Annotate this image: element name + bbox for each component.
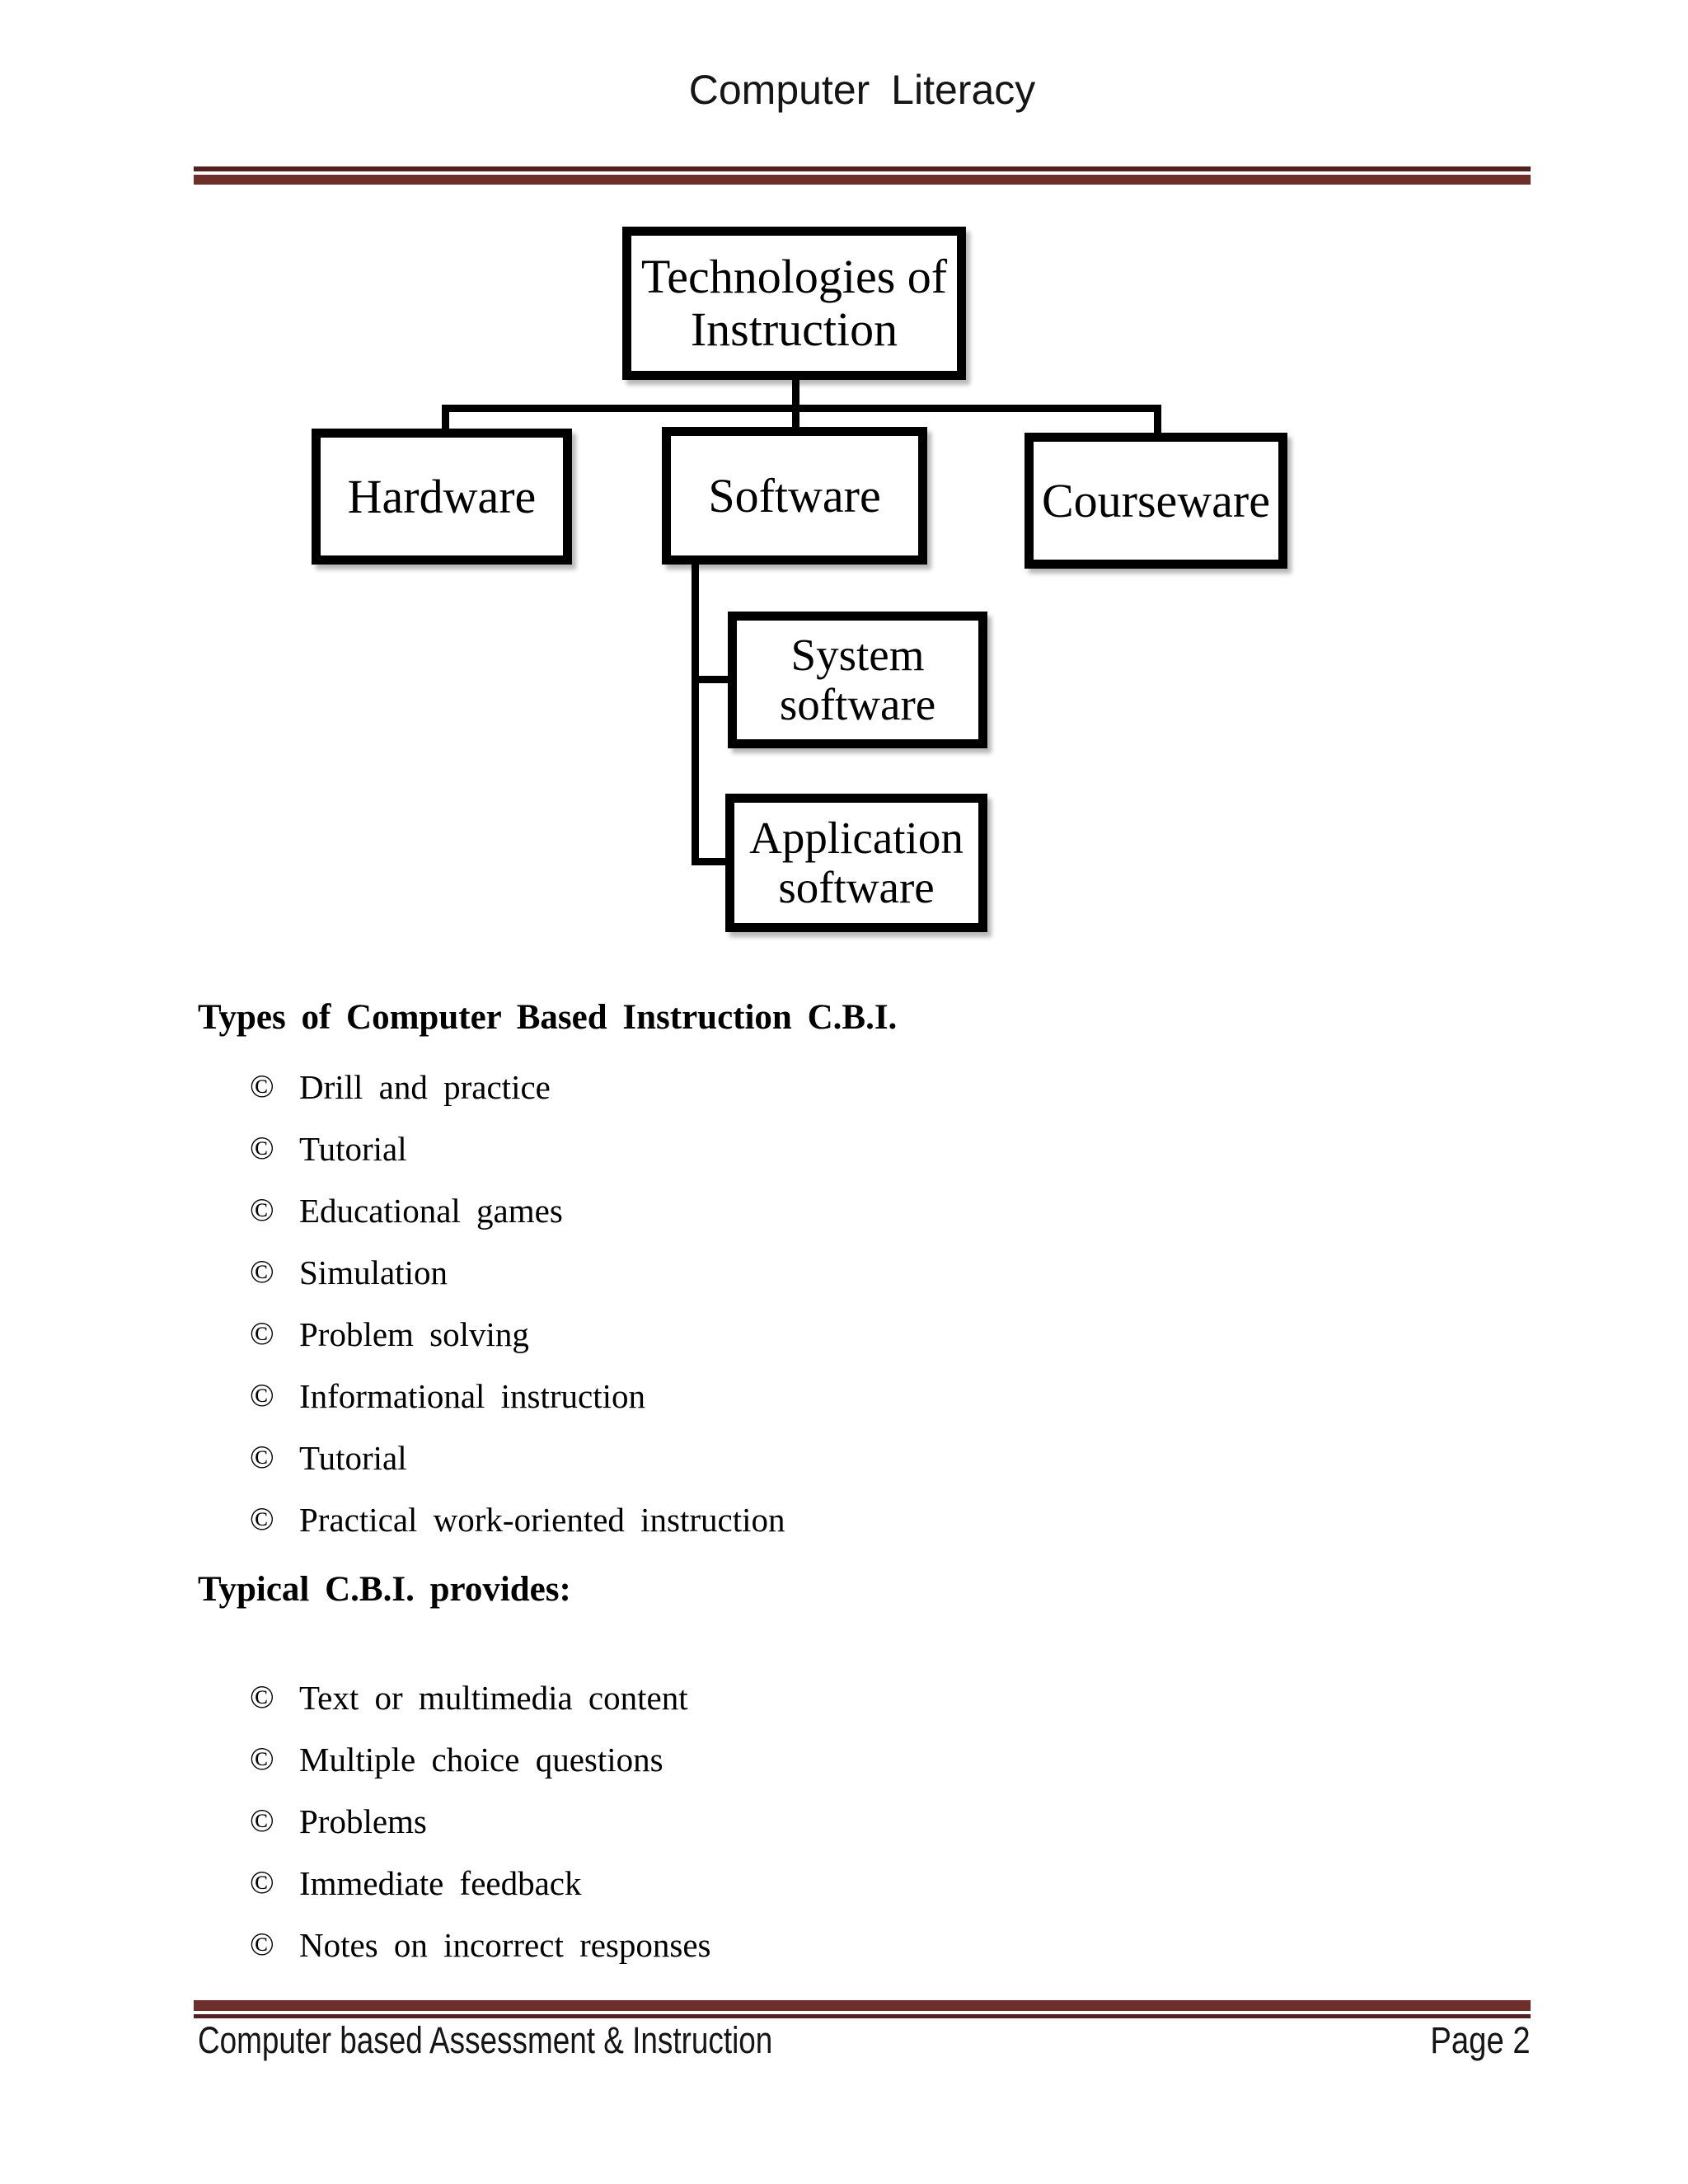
list-item-text: Practical work-oriented instruction bbox=[299, 1500, 785, 1539]
list-item-text: Tutorial bbox=[299, 1438, 407, 1477]
copyright-bullet-icon: © bbox=[250, 1069, 274, 1104]
connector-stub-courseware bbox=[1154, 405, 1161, 436]
chart-node-label: Application bbox=[749, 812, 964, 863]
chart-node-courseware: Courseware bbox=[1025, 433, 1287, 569]
list-item-text: Problem solving bbox=[299, 1315, 529, 1353]
page-number: Page 2 bbox=[1430, 2019, 1531, 2061]
section-heading-typical-cbi: Typical C.B.I. provides: bbox=[198, 1570, 571, 1609]
page-footer: Computer based Assessment & Instruction … bbox=[198, 2021, 1531, 2062]
list-item-text: Problems bbox=[299, 1802, 427, 1840]
list-item-text: Multiple choice questions bbox=[299, 1740, 663, 1779]
list-item-text: Informational instruction bbox=[299, 1376, 646, 1415]
copyright-bullet-icon: © bbox=[250, 1680, 274, 1715]
chart-node-label: Technologies of bbox=[640, 250, 948, 304]
list-item: © Problems bbox=[250, 1790, 1486, 1852]
list-item: © Notes on incorrect responses bbox=[250, 1914, 1486, 1975]
footer-rule-thick bbox=[194, 2000, 1531, 2011]
copyright-bullet-icon: © bbox=[250, 1316, 274, 1352]
list-item-text: Notes on incorrect responses bbox=[299, 1925, 711, 1964]
chart-node-system-software: System software bbox=[728, 612, 987, 748]
connector-software-branch bbox=[692, 560, 699, 865]
page-title: Computer Literacy bbox=[688, 67, 1036, 113]
copyright-bullet-icon: © bbox=[250, 1803, 274, 1839]
connector-root-stem bbox=[792, 378, 799, 430]
list-item-text: Educational games bbox=[299, 1191, 563, 1230]
connector-stub-hardware bbox=[442, 405, 449, 432]
chart-node-application-software: Application software bbox=[725, 794, 987, 932]
connector-stub-application-software bbox=[692, 858, 730, 865]
types-of-cbi-list: © Drill and practice © Tutorial © Educat… bbox=[250, 1056, 1486, 1550]
chart-node-label: software bbox=[778, 862, 935, 912]
chart-node-label: System bbox=[790, 629, 925, 680]
copyright-bullet-icon: © bbox=[250, 1378, 274, 1413]
chart-node-software: Software bbox=[662, 427, 927, 565]
list-item-text: Immediate feedback bbox=[299, 1863, 582, 1902]
list-item-text: Tutorial bbox=[299, 1129, 407, 1168]
connector-stub-system-software bbox=[692, 676, 733, 683]
list-item: © Simulation bbox=[250, 1241, 1486, 1303]
chart-node-label: Software bbox=[708, 468, 881, 523]
copyright-bullet-icon: © bbox=[250, 1193, 274, 1228]
chart-node-label: Instruction bbox=[690, 302, 898, 356]
list-item: © Tutorial bbox=[250, 1118, 1486, 1179]
footer-rule-thin bbox=[194, 2014, 1531, 2018]
copyright-bullet-icon: © bbox=[250, 1440, 274, 1475]
list-item-text: Drill and practice bbox=[299, 1067, 551, 1106]
copyright-bullet-icon: © bbox=[250, 1502, 274, 1537]
list-item: © Informational instruction bbox=[250, 1365, 1486, 1427]
chart-node-label: Hardware bbox=[347, 469, 537, 523]
chart-node-label: Courseware bbox=[1041, 473, 1270, 527]
copyright-bullet-icon: © bbox=[250, 1865, 274, 1900]
chart-node-label: software bbox=[779, 679, 936, 729]
chart-node-hardware: Hardware bbox=[312, 429, 572, 565]
typical-cbi-list: © Text or multimedia content © Multiple … bbox=[250, 1666, 1486, 1975]
list-item: © Practical work-oriented instruction bbox=[250, 1488, 1486, 1550]
connector-horizontal bbox=[442, 405, 1161, 412]
copyright-bullet-icon: © bbox=[250, 1927, 274, 1962]
list-item-text: Simulation bbox=[299, 1253, 448, 1291]
list-item: © Drill and practice bbox=[250, 1056, 1486, 1118]
chart-node-technologies-of-instruction: Technologies of Instruction bbox=[622, 227, 966, 380]
copyright-bullet-icon: © bbox=[250, 1254, 274, 1290]
copyright-bullet-icon: © bbox=[250, 1131, 274, 1166]
list-item: © Educational games bbox=[250, 1179, 1486, 1241]
section-heading-types-of-cbi: Types of Computer Based Instruction C.B.… bbox=[198, 998, 898, 1037]
footer-document-title: Computer based Assessment & Instruction bbox=[198, 2019, 773, 2061]
list-item: © Tutorial bbox=[250, 1427, 1486, 1488]
list-item: © Multiple choice questions bbox=[250, 1728, 1486, 1790]
header-rule-thin bbox=[194, 166, 1531, 171]
copyright-bullet-icon: © bbox=[250, 1741, 274, 1777]
list-item: © Immediate feedback bbox=[250, 1852, 1486, 1914]
list-item: © Text or multimedia content bbox=[250, 1666, 1486, 1728]
list-item: © Problem solving bbox=[250, 1303, 1486, 1365]
list-item-text: Text or multimedia content bbox=[299, 1678, 688, 1717]
header-rule-thick bbox=[194, 175, 1531, 185]
